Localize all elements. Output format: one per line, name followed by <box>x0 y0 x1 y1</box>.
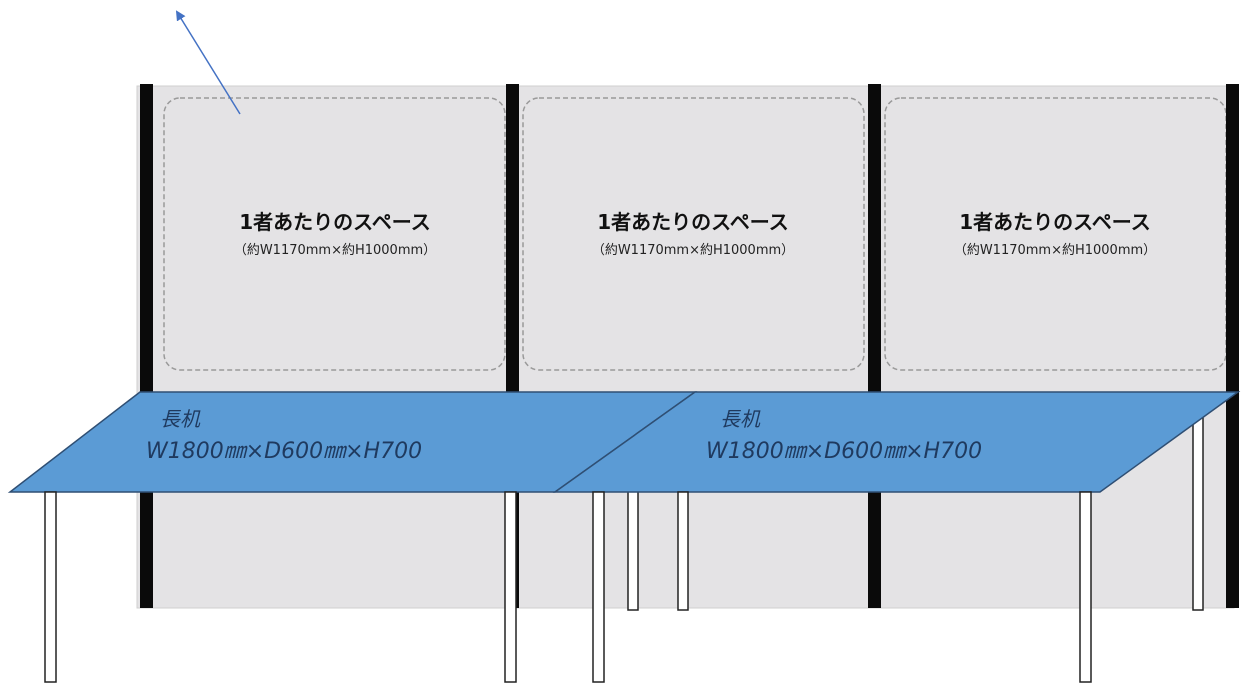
space-outline-1 <box>163 97 506 371</box>
partition-post-4 <box>1226 84 1239 608</box>
table-leg <box>627 489 639 611</box>
table-leg <box>44 491 57 683</box>
table-leg <box>1192 417 1204 611</box>
space-size-1: （約W1170mm×約H1000mm） <box>234 243 436 258</box>
space-outline-2 <box>522 97 865 371</box>
pointer-arrow <box>175 10 241 115</box>
tabletop-2 <box>552 391 1241 493</box>
table-leg <box>504 491 517 683</box>
partition-post-1 <box>140 84 153 608</box>
space-title-3: 1者あたりのスペース <box>959 210 1151 234</box>
table-name-2: 長机 <box>720 407 761 431</box>
space-title-1: 1者あたりのスペース <box>239 210 431 234</box>
table-leg <box>677 491 689 611</box>
table-name-1: 長机 <box>160 407 201 431</box>
partition-post-3 <box>868 84 881 608</box>
space-size-2: （約W1170mm×約H1000mm） <box>592 243 794 258</box>
table-leg <box>592 491 605 683</box>
table-dims-2: W1800㎜×D600㎜×H700 <box>706 439 982 464</box>
table-leg <box>1079 491 1092 683</box>
table-dims-1: W1800㎜×D600㎜×H700 <box>146 439 422 464</box>
space-outline-3 <box>884 97 1227 371</box>
space-size-3: （約W1170mm×約H1000mm） <box>954 243 1156 258</box>
space-title-2: 1者あたりのスペース <box>597 210 789 234</box>
